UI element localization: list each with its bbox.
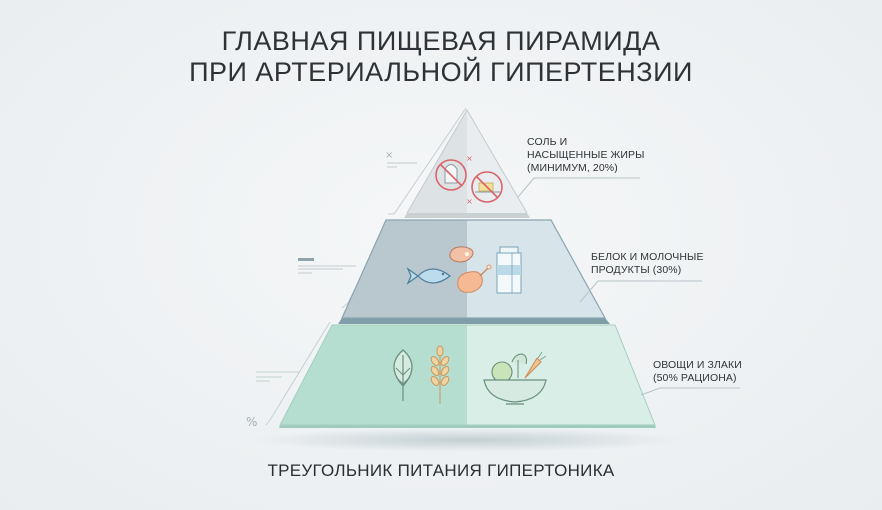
percent-mark: % — [246, 415, 257, 429]
label-middle-tier: БЕЛОК И МОЛОЧНЫЕ ПРОДУКТЫ (30%) — [591, 251, 704, 277]
cross-mark-small: × — [466, 197, 473, 206]
chicken-leg-icon — [457, 264, 492, 293]
label-line: (50% РАЦИОНА) — [653, 372, 737, 384]
butter-crossed-icon — [471, 171, 503, 203]
label-line: НАСЫЩЕННЫЕ ЖИРЫ — [527, 149, 645, 161]
tier-top: × × — [404, 109, 530, 218]
decor-bottom-left — [256, 371, 300, 382]
decor-top-left — [387, 162, 417, 168]
diagram-title: ГЛАВНАЯ ПИЩЕВАЯ ПИРАМИДА ПРИ АРТЕРИАЛЬНО… — [0, 26, 882, 88]
title-line-2: ПРИ АРТЕРИАЛЬНОЙ ГИПЕРТЕНЗИИ — [189, 57, 693, 87]
label-line: (МИНИМУМ, 20%) — [527, 162, 618, 174]
wheat-icon — [430, 345, 450, 404]
label-top-tier: СОЛЬ И НАСЫЩЕННЫЕ ЖИРЫ (МИНИМУМ, 20%) — [527, 136, 645, 175]
diagram-caption: ТРЕУГОЛЬНИК ПИТАНИЯ ГИПЕРТОНИКА — [267, 461, 615, 480]
salt-shaker-crossed-icon — [435, 159, 467, 191]
label-line: ОВОЩИ И ЗЛАКИ — [653, 359, 742, 371]
title-line-1: ГЛАВНАЯ ПИЩЕВАЯ ПИРАМИДА — [221, 26, 661, 56]
pyramid-shadow — [252, 428, 682, 452]
label-bottom-tier: ОВОЩИ И ЗЛАКИ (50% РАЦИОНА) — [653, 359, 742, 385]
milk-carton-icon — [496, 246, 522, 294]
leader-lines — [517, 177, 740, 396]
leaf-icon — [393, 349, 413, 401]
label-line: БЕЛОК И МОЛОЧНЫЕ — [591, 251, 704, 263]
fish-icon — [406, 267, 451, 285]
steak-icon — [449, 246, 474, 263]
tier-middle — [338, 219, 610, 324]
vegetable-bowl-icon — [483, 351, 547, 405]
label-line: ПРОДУКТЫ (30%) — [591, 264, 682, 276]
cross-mark-small: × — [466, 154, 473, 163]
tier-bottom — [279, 324, 656, 428]
label-line: СОЛЬ И — [527, 136, 568, 148]
decor-middle-left — [298, 258, 356, 274]
cross-mark: × — [385, 150, 393, 161]
